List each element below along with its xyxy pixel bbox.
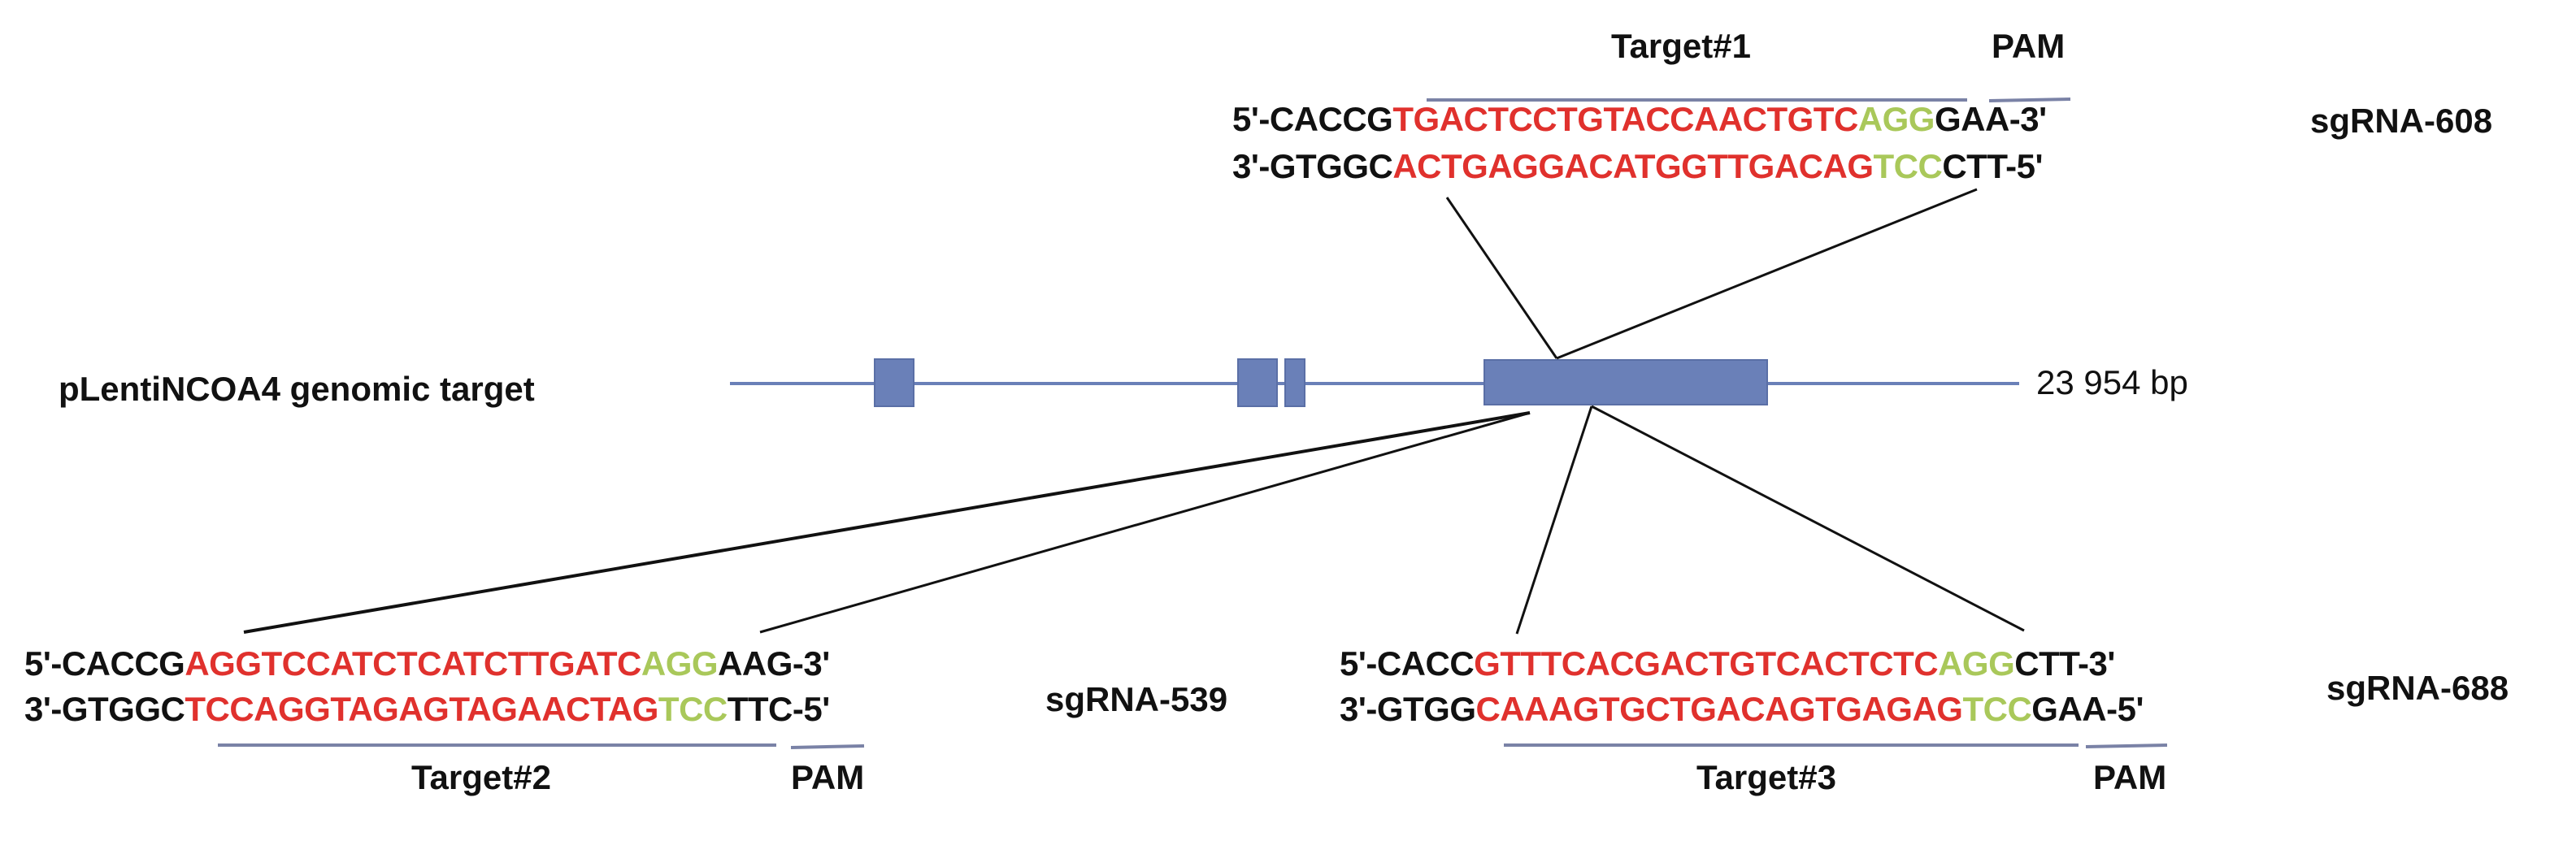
target-sequence: AGGTCCATCTCATCTTGATC	[185, 644, 641, 683]
pam2-underline	[790, 744, 865, 749]
pam1-label: PAM	[1992, 27, 2066, 65]
flank-prefix: 3'-GTGGC	[1232, 147, 1393, 185]
connector-539-left	[243, 411, 1531, 634]
flank-suffix: CTT-3'	[2014, 644, 2115, 683]
target-sequence: ACTGAGGACATGGTTGACAG	[1392, 147, 1874, 185]
sgrna-608-top-strand: 5'-CACCGTGACTCCTGTACCAACTGTCAGGGAA-3'	[1232, 102, 2047, 137]
exon-1	[874, 358, 914, 407]
flank-suffix: TTC-5'	[727, 690, 830, 728]
target3-label: Target#3	[1696, 758, 1836, 796]
target1-label: Target#1	[1611, 27, 1751, 65]
pam-sequence: AGG	[1857, 100, 1935, 138]
pam-sequence: AGG	[641, 644, 719, 683]
pam3-underline	[2085, 743, 2168, 748]
sgrna-539-bottom-strand: 3'-GTGGCTCCAGGTAGAGTAGAACTAGTCCTTC-5'	[24, 692, 830, 726]
flank-prefix: 3'-GTGG	[1340, 690, 1476, 728]
pam1-underline	[1988, 98, 2071, 102]
connector-608-left	[1445, 197, 1558, 359]
flank-suffix: AAG-3'	[718, 644, 830, 683]
flank-suffix: CTT-5'	[1942, 147, 2043, 185]
flank-prefix: 3'-GTGGC	[24, 690, 185, 728]
pam-sequence: AGG	[1938, 644, 2015, 683]
flank-prefix: 5'-CACC	[1340, 644, 1475, 683]
exon-2	[1237, 358, 1278, 407]
sgrna-688-name: sgRNA-688	[2326, 669, 2509, 707]
connector-539-right	[759, 411, 1531, 634]
sgrna-688-bottom-strand: 3'-GTGGCAAAGTGCTGACAGTGAGAGTCCGAA-5'	[1340, 692, 2144, 726]
exon-4-target	[1483, 359, 1768, 405]
pam-sequence: TCC	[1873, 147, 1943, 185]
connector-608-right	[1556, 188, 1978, 360]
pam-sequence: TCC	[658, 690, 728, 728]
pam3-label: PAM	[2093, 758, 2167, 796]
connector-688-left	[1515, 405, 1593, 635]
gene-label: pLentiNCOA4 genomic target	[59, 370, 535, 408]
target-sequence: TCCAGGTAGAGTAGAACTAG	[185, 690, 658, 728]
pam2-label: PAM	[791, 758, 865, 796]
sgrna-539-name: sgRNA-539	[1045, 680, 1228, 718]
pam-sequence: TCC	[1962, 690, 2032, 728]
connector-688-right	[1591, 405, 2025, 632]
flank-prefix: 5'-CACCG	[24, 644, 185, 683]
sgrna-608-bottom-strand: 3'-GTGGCACTGAGGACATGGTTGACAGTCCCTT-5'	[1232, 150, 2043, 184]
target-sequence: CAAAGTGCTGACAGTGAGAG	[1475, 690, 1963, 728]
flank-suffix: GAA-5'	[2031, 690, 2144, 728]
flank-suffix: GAA-3'	[1934, 100, 2047, 138]
sgrna-688-top-strand: 5'-CACCGTTTCACGACTGTCACTCTCAGGCTT-3'	[1340, 647, 2115, 681]
target-sequence: TGACTCCTGTACCAACTGTC	[1392, 100, 1858, 138]
sgrna-539-top-strand: 5'-CACCGAGGTCCATCTCATCTTGATCAGGAAG-3'	[24, 647, 830, 681]
flank-prefix: 5'-CACCG	[1232, 100, 1393, 138]
exon-3	[1284, 358, 1305, 407]
gene-length-label: 23 954 bp	[2036, 363, 2188, 401]
sgrna-608-name: sgRNA-608	[2310, 102, 2493, 140]
target2-label: Target#2	[411, 758, 551, 796]
target-sequence: GTTTCACGACTGTCACTCTC	[1474, 644, 1939, 683]
